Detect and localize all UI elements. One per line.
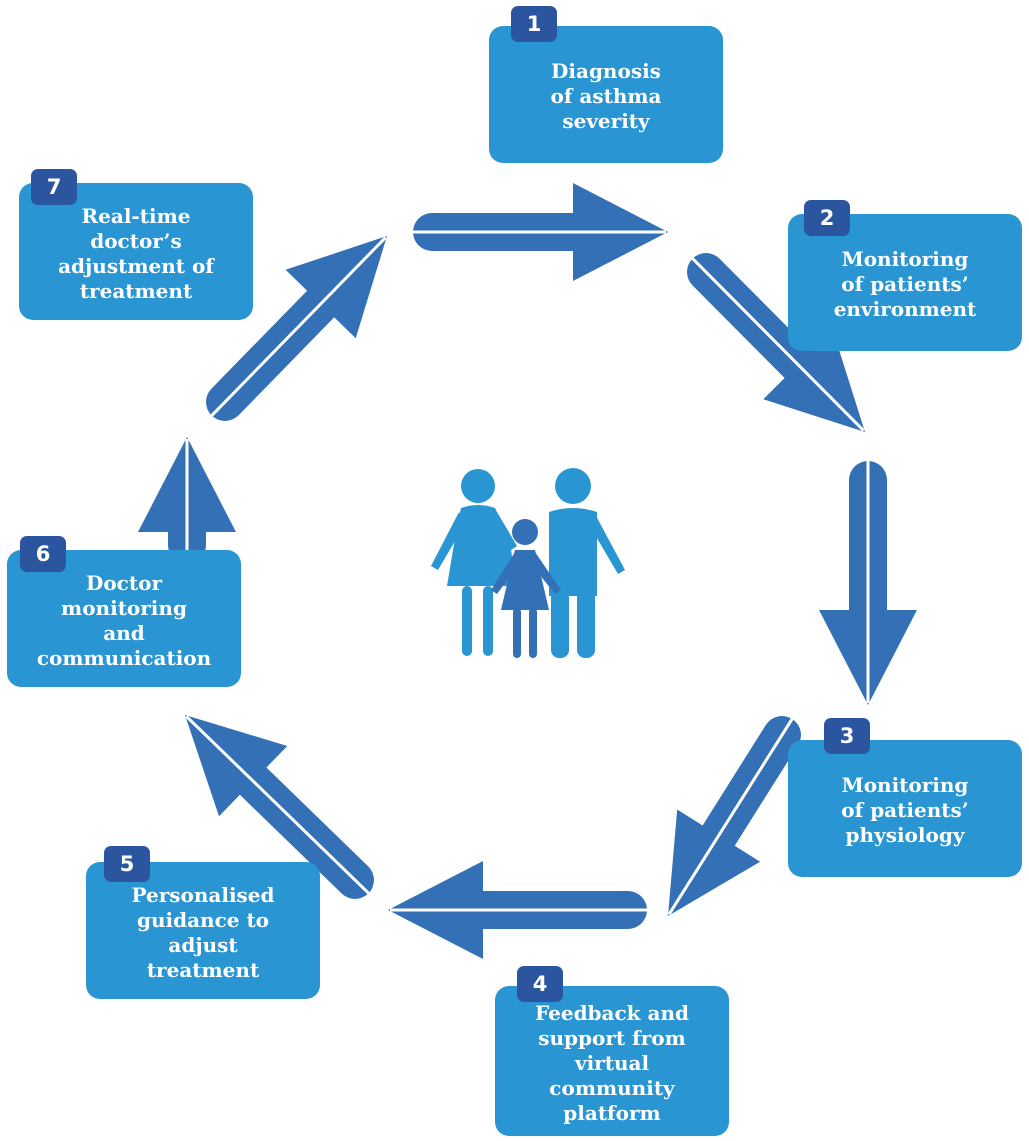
step-label-line: of patients’	[841, 272, 969, 296]
step-label-line: Monitoring	[841, 247, 969, 271]
step-label-7: Real-time doctor’s adjustment of treatme…	[35, 204, 237, 304]
step-label-line: physiology	[845, 823, 965, 847]
arrow-7-to-8	[138, 437, 236, 564]
arrow-center-line	[210, 236, 387, 417]
step-label-1: Diagnosis of asthma severity	[550, 59, 661, 134]
step-box-1: 1 Diagnosis of asthma severity	[489, 6, 723, 163]
step-label-line: treatment	[79, 278, 193, 303]
step-box-4: 4 Feedback and support from virtual comm…	[495, 966, 729, 1136]
step-number-badge-4: 4	[517, 966, 563, 1002]
arrow-5-to-6	[388, 861, 647, 959]
step-number-badge-1: 1	[511, 6, 557, 42]
step-label-line: and	[103, 620, 145, 645]
step-number-badge-5: 5	[104, 846, 150, 882]
step-label-line: severity	[562, 109, 650, 133]
arrow-6-to-7	[185, 715, 374, 899]
step-label-4: Feedback and support from virtual commun…	[511, 1001, 713, 1126]
arrow-4-to-5	[667, 716, 801, 916]
step-label-line: environment	[833, 297, 977, 321]
step-label-5: Personalised guidance to adjust treatmen…	[102, 883, 304, 983]
step-box-5: 5 Personalised guidance to adjust treatm…	[86, 846, 320, 999]
arrow-center-line	[691, 257, 865, 432]
step-label-line: Real-time doctor’s	[81, 203, 191, 253]
step-label-3: Monitoring of patients’ physiology	[841, 773, 968, 848]
step-number-badge-7: 7	[31, 169, 77, 205]
step-label-line: guidance to adjust	[136, 907, 270, 957]
step-box-6: 6 Doctor monitoring and communication	[7, 536, 241, 687]
arrow-center-line	[667, 718, 794, 916]
step-label-line: Personalised	[131, 882, 275, 907]
arrow-center-line	[185, 715, 370, 895]
step-label-line: support from	[538, 1025, 686, 1050]
step-label-line: Monitoring	[841, 773, 969, 797]
step-number-badge-2: 2	[804, 200, 850, 236]
arrow-2-to-3	[687, 253, 865, 432]
arrow-body	[668, 724, 799, 916]
step-label-line: of asthma	[550, 84, 662, 108]
step-label-line: treatment	[146, 957, 260, 982]
step-label-line: communication	[36, 645, 212, 670]
step-label-2: Monitoring of patients’ environment	[834, 247, 977, 322]
step-label-line: virtual community	[549, 1050, 675, 1100]
family-icon	[431, 468, 625, 658]
step-label-line: Diagnosis	[551, 59, 661, 83]
step-label-line: platform	[563, 1100, 661, 1125]
child-figure	[491, 519, 561, 658]
step-label-6: Doctor monitoring and communication	[23, 571, 225, 671]
step-label-line: adjustment of	[58, 253, 214, 278]
step-number-badge-6: 6	[20, 536, 66, 572]
step-box-7: 7 Real-time doctor’s adjustment of treat…	[19, 169, 253, 320]
step-box-3: 3 Monitoring of patients’ physiology	[788, 718, 1022, 877]
arrow-8-to-1	[206, 236, 387, 421]
arrow-1-to-2	[413, 183, 668, 281]
arrow-3-to-4	[819, 461, 917, 705]
step-number-badge-3: 3	[824, 718, 870, 754]
man-figure	[549, 468, 625, 658]
step-label-line: Doctor monitoring	[61, 570, 187, 620]
step-label-line: of patients’	[841, 798, 969, 822]
step-label-line: Feedback and	[535, 1000, 689, 1025]
step-box-2: 2 Monitoring of patients’ environment	[788, 200, 1022, 351]
woman-figure	[431, 469, 517, 656]
